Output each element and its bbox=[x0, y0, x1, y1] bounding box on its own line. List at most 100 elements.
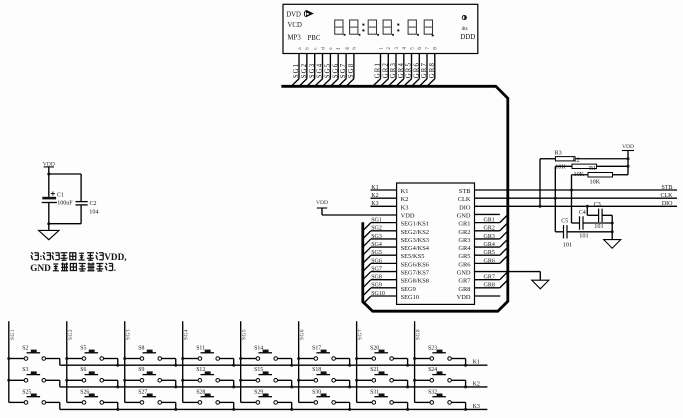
svg-text:SG4: SG4 bbox=[317, 63, 324, 79]
svg-text:1: 1 bbox=[379, 47, 384, 50]
svg-text:SG6: SG6 bbox=[332, 63, 339, 79]
svg-text:SEG2/KS2: SEG2/KS2 bbox=[401, 229, 429, 236]
svg-text:S29: S29 bbox=[254, 389, 263, 395]
svg-text:S12: S12 bbox=[196, 367, 205, 373]
svg-text:DDD: DDD bbox=[460, 33, 475, 41]
svg-text:S21: S21 bbox=[370, 367, 379, 373]
svg-text:S23: S23 bbox=[428, 345, 437, 351]
svg-text:S20: S20 bbox=[370, 345, 379, 351]
svg-text:GR3: GR3 bbox=[390, 62, 397, 78]
svg-text:VDD: VDD bbox=[43, 161, 55, 167]
svg-text:SEG4/KS4: SEG4/KS4 bbox=[401, 245, 430, 252]
svg-text:h: h bbox=[353, 47, 358, 50]
svg-text:6: 6 bbox=[418, 47, 423, 50]
svg-text:104: 104 bbox=[89, 208, 98, 215]
svg-text::: : bbox=[40, 252, 43, 262]
svg-text:S28: S28 bbox=[196, 389, 205, 395]
svg-text:GR7: GR7 bbox=[421, 62, 428, 78]
svg-text:STB: STB bbox=[661, 185, 672, 191]
svg-text:GR4: GR4 bbox=[458, 245, 471, 252]
svg-text:K1: K1 bbox=[473, 360, 480, 366]
svg-text:GR3: GR3 bbox=[484, 234, 495, 240]
svg-text:GR2: GR2 bbox=[382, 62, 389, 78]
svg-text:SEG10: SEG10 bbox=[401, 294, 419, 301]
svg-text:VDD,: VDD, bbox=[104, 252, 126, 262]
svg-text:SG1: SG1 bbox=[10, 329, 16, 340]
svg-text:GR1: GR1 bbox=[484, 218, 495, 224]
svg-text:STB: STB bbox=[459, 188, 471, 195]
svg-text:101: 101 bbox=[594, 223, 603, 230]
svg-text:C1: C1 bbox=[57, 193, 64, 199]
svg-text:GR6: GR6 bbox=[458, 261, 470, 268]
svg-text:b: b bbox=[306, 47, 311, 50]
svg-text:f: f bbox=[337, 48, 342, 50]
svg-text:GR1: GR1 bbox=[458, 221, 470, 228]
svg-text:GR5: GR5 bbox=[406, 62, 413, 78]
svg-text:GR2: GR2 bbox=[458, 229, 470, 236]
svg-text:K3: K3 bbox=[401, 204, 409, 211]
svg-text:SG2: SG2 bbox=[301, 63, 308, 79]
svg-text:GND: GND bbox=[457, 270, 471, 277]
svg-text:8: 8 bbox=[434, 47, 439, 50]
svg-text:101: 101 bbox=[579, 233, 588, 240]
svg-text:DIO: DIO bbox=[459, 204, 471, 211]
svg-text:K2: K2 bbox=[473, 381, 480, 387]
svg-text:GR7: GR7 bbox=[484, 275, 495, 281]
svg-text:C2: C2 bbox=[90, 201, 97, 207]
svg-text:SEG9: SEG9 bbox=[401, 286, 416, 293]
svg-text:SG1: SG1 bbox=[293, 63, 300, 79]
svg-text:S27: S27 bbox=[138, 389, 147, 395]
svg-text:R3: R3 bbox=[555, 150, 562, 157]
svg-text:CLK: CLK bbox=[661, 193, 674, 199]
svg-text:SG8: SG8 bbox=[416, 329, 422, 340]
svg-text:S9: S9 bbox=[138, 367, 144, 373]
svg-text:GR6: GR6 bbox=[413, 62, 420, 78]
svg-text:GR4: GR4 bbox=[398, 62, 405, 78]
svg-text:C5: C5 bbox=[561, 219, 568, 225]
svg-text:GR5: GR5 bbox=[458, 253, 470, 260]
svg-text:SG2: SG2 bbox=[371, 226, 382, 232]
svg-text:g: g bbox=[345, 47, 350, 50]
svg-text:a: a bbox=[298, 47, 303, 50]
svg-text:GR8: GR8 bbox=[458, 286, 470, 293]
svg-text:SG5: SG5 bbox=[371, 250, 382, 256]
svg-text:SG1: SG1 bbox=[371, 218, 382, 224]
svg-text:GR6: GR6 bbox=[484, 258, 495, 264]
svg-text:MP3: MP3 bbox=[288, 34, 302, 41]
svg-text:SEG1/KS1: SEG1/KS1 bbox=[401, 221, 429, 228]
svg-text:SG4: SG4 bbox=[184, 329, 190, 340]
svg-text:GR8: GR8 bbox=[484, 283, 495, 289]
svg-text:GR2: GR2 bbox=[484, 226, 495, 232]
svg-text:S17: S17 bbox=[312, 345, 321, 351]
svg-text:S15: S15 bbox=[254, 367, 263, 373]
svg-text:S14: S14 bbox=[254, 345, 263, 351]
svg-text:S3: S3 bbox=[22, 367, 28, 373]
svg-text:SG8: SG8 bbox=[371, 275, 382, 281]
svg-text:SG7: SG7 bbox=[340, 63, 347, 79]
svg-text:SG3: SG3 bbox=[126, 329, 132, 340]
svg-text:S18: S18 bbox=[312, 367, 321, 373]
svg-text:SG3: SG3 bbox=[371, 234, 382, 240]
svg-text:S31: S31 bbox=[370, 389, 379, 395]
svg-text:S8: S8 bbox=[138, 345, 144, 351]
svg-text:SG3: SG3 bbox=[309, 63, 316, 79]
svg-text:GR4: GR4 bbox=[484, 242, 495, 248]
svg-text:K1: K1 bbox=[371, 185, 378, 191]
svg-text:GR5: GR5 bbox=[484, 250, 495, 256]
svg-text:R2: R2 bbox=[573, 156, 580, 163]
svg-text:d: d bbox=[321, 47, 326, 50]
svg-text:GR7: GR7 bbox=[458, 278, 471, 285]
svg-text:K3: K3 bbox=[473, 404, 480, 410]
svg-text:C3: C3 bbox=[594, 202, 601, 208]
svg-text:VDD: VDD bbox=[457, 294, 471, 301]
svg-text:SG4: SG4 bbox=[371, 242, 382, 248]
svg-text:VDD: VDD bbox=[401, 212, 415, 219]
svg-text:10K: 10K bbox=[574, 171, 585, 178]
svg-text:c: c bbox=[314, 47, 319, 50]
svg-text:SG7: SG7 bbox=[371, 266, 382, 272]
svg-text:2: 2 bbox=[387, 47, 392, 50]
svg-text:S32: S32 bbox=[428, 389, 437, 395]
svg-text:R1: R1 bbox=[589, 165, 596, 172]
svg-text:4: 4 bbox=[403, 47, 408, 50]
svg-text:10K: 10K bbox=[590, 178, 601, 185]
